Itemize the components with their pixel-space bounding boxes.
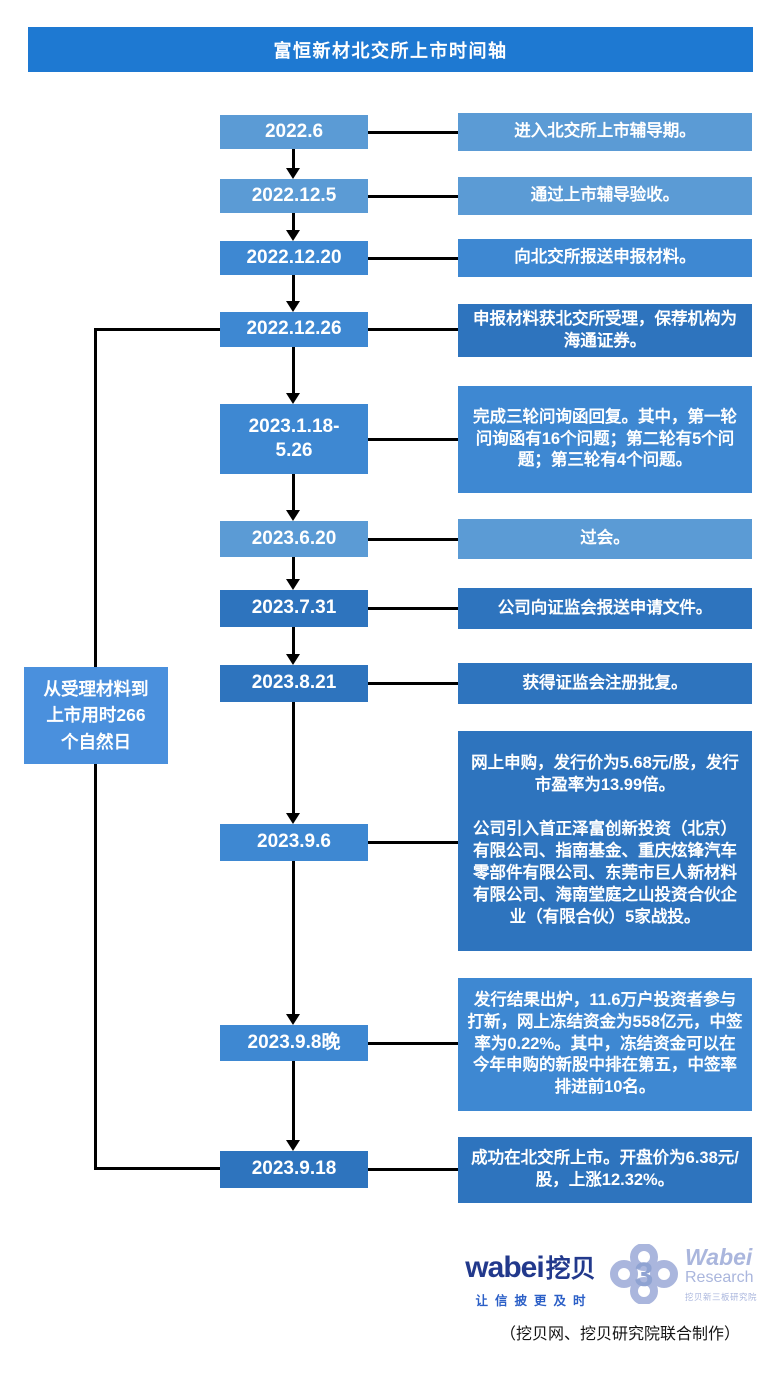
connector-line xyxy=(368,682,458,685)
arrow-down-icon xyxy=(286,1061,300,1151)
arrow-down-icon xyxy=(286,557,300,590)
arrow-head xyxy=(286,1014,300,1025)
arrow-shaft xyxy=(291,275,295,303)
arrow-head xyxy=(286,813,300,824)
timeline-desc-box: 获得证监会注册批复。 xyxy=(458,663,752,704)
timeline-desc-box: 完成三轮问询函回复。其中，第一轮问询函有16个问题；第二轮有5个问题；第三轮有4… xyxy=(458,386,752,493)
timeline-desc-box: 进入北交所上市辅导期。 xyxy=(458,113,752,151)
arrow-shaft xyxy=(291,627,295,656)
wabei-logo: wabei挖贝 让信披更及时 xyxy=(448,1253,613,1309)
research-line3: 挖贝新三板研究院 xyxy=(685,1292,758,1303)
timeline-date-box: 2023.9.6 xyxy=(220,824,368,861)
arrow-down-icon xyxy=(286,347,300,404)
timeline-date-box: 2023.8.21 xyxy=(220,665,368,702)
timeline-date-box: 2023.9.18 xyxy=(220,1151,368,1188)
arrow-down-icon xyxy=(286,627,300,665)
page-title-banner: 富恒新材北交所上市时间轴 xyxy=(28,27,753,72)
timeline-desc-box: 发行结果出炉，11.6万户投资者参与打新，网上冻结资金为558亿元，中签率为0.… xyxy=(458,978,752,1111)
arrow-down-icon xyxy=(286,275,300,312)
timeline-date-box: 2023.7.31 xyxy=(220,590,368,627)
arrow-head xyxy=(286,230,300,241)
research-line1: Wabei xyxy=(685,1243,753,1270)
connector-line xyxy=(368,130,458,134)
arrow-shaft xyxy=(291,213,295,232)
clover-numeral: 3 xyxy=(635,1256,654,1294)
timeline-desc-box: 向北交所报送申报材料。 xyxy=(458,239,752,277)
connector-line xyxy=(368,1168,458,1171)
arrow-shaft xyxy=(291,149,295,170)
connector-line xyxy=(368,437,458,441)
wabei-cjk-text: 挖贝 xyxy=(545,1255,596,1283)
arrow-down-icon xyxy=(286,861,300,1025)
timeline-date-box: 2023.6.20 xyxy=(220,521,368,557)
timeline-date-box: 2023.1.18- 5.26 xyxy=(220,404,368,474)
timeline-date-box: 2022.12.26 xyxy=(220,312,368,347)
arrow-shaft xyxy=(291,702,295,815)
arrow-head xyxy=(286,393,300,404)
connector-line xyxy=(368,537,458,541)
research-line2: Research xyxy=(685,1268,754,1286)
arrow-down-icon xyxy=(286,149,300,179)
timeline-desc-box: 通过上市辅导验收。 xyxy=(458,177,752,215)
wabei-research-logo: 3 Wabei Research 挖贝新三板研究院 xyxy=(610,1244,757,1304)
timeline-desc-box: 过会。 xyxy=(458,519,752,559)
connector-line xyxy=(368,256,458,260)
timeline-desc-box: 成功在北交所上市。开盘价为6.38元/股，上涨12.32%。 xyxy=(458,1137,752,1203)
wabei-latin-text: wabei xyxy=(465,1251,544,1284)
duration-note: 从受理材料到 上市用时266 个自然日 xyxy=(24,667,168,764)
timeline-desc-box: 公司向证监会报送申请文件。 xyxy=(458,588,752,629)
connector-line xyxy=(368,607,458,610)
connector-line xyxy=(368,1041,458,1045)
timeline-desc-box: 网上申购，发行价为5.68元/股，发行市盈率为13.99倍。 公司引入首正泽富创… xyxy=(458,731,752,951)
timeline-desc-box: 申报材料获北交所受理，保荐机构为海通证券。 xyxy=(458,304,752,357)
arrow-shaft xyxy=(291,557,295,581)
timeline-date-box: 2023.9.8晚 xyxy=(220,1025,368,1061)
bracket-top-line xyxy=(94,328,221,331)
arrow-head xyxy=(286,510,300,521)
arrow-head xyxy=(286,1140,300,1151)
credit-caption: （挖贝网、挖贝研究院联合制作） xyxy=(499,1326,740,1343)
arrow-shaft xyxy=(291,347,295,395)
arrow-down-icon xyxy=(286,702,300,824)
connector-line xyxy=(368,841,458,844)
connector-line xyxy=(368,328,458,331)
arrow-head xyxy=(286,301,300,312)
clover-3-icon: 3 xyxy=(610,1244,678,1304)
timeline-date-box: 2022.12.5 xyxy=(220,179,368,213)
arrow-shaft xyxy=(291,474,295,512)
timeline-date-box: 2022.12.20 xyxy=(220,241,368,275)
arrow-down-icon xyxy=(286,474,300,521)
wabei-wordmark: wabei挖贝 xyxy=(448,1253,613,1283)
wabei-slogan: 让信披更及时 xyxy=(475,1294,593,1308)
arrow-shaft xyxy=(291,1061,295,1142)
arrow-head xyxy=(286,579,300,590)
arrow-head xyxy=(286,168,300,179)
arrow-head xyxy=(286,654,300,665)
arrow-shaft xyxy=(291,861,295,1016)
page-title: 富恒新材北交所上市时间轴 xyxy=(273,40,508,61)
bracket-bottom-line xyxy=(94,1167,221,1170)
arrow-down-icon xyxy=(286,213,300,241)
timeline-date-box: 2022.6 xyxy=(220,115,368,149)
research-wordmark: Wabei Research 挖贝新三板研究院 xyxy=(685,1245,757,1304)
connector-line xyxy=(368,194,458,198)
